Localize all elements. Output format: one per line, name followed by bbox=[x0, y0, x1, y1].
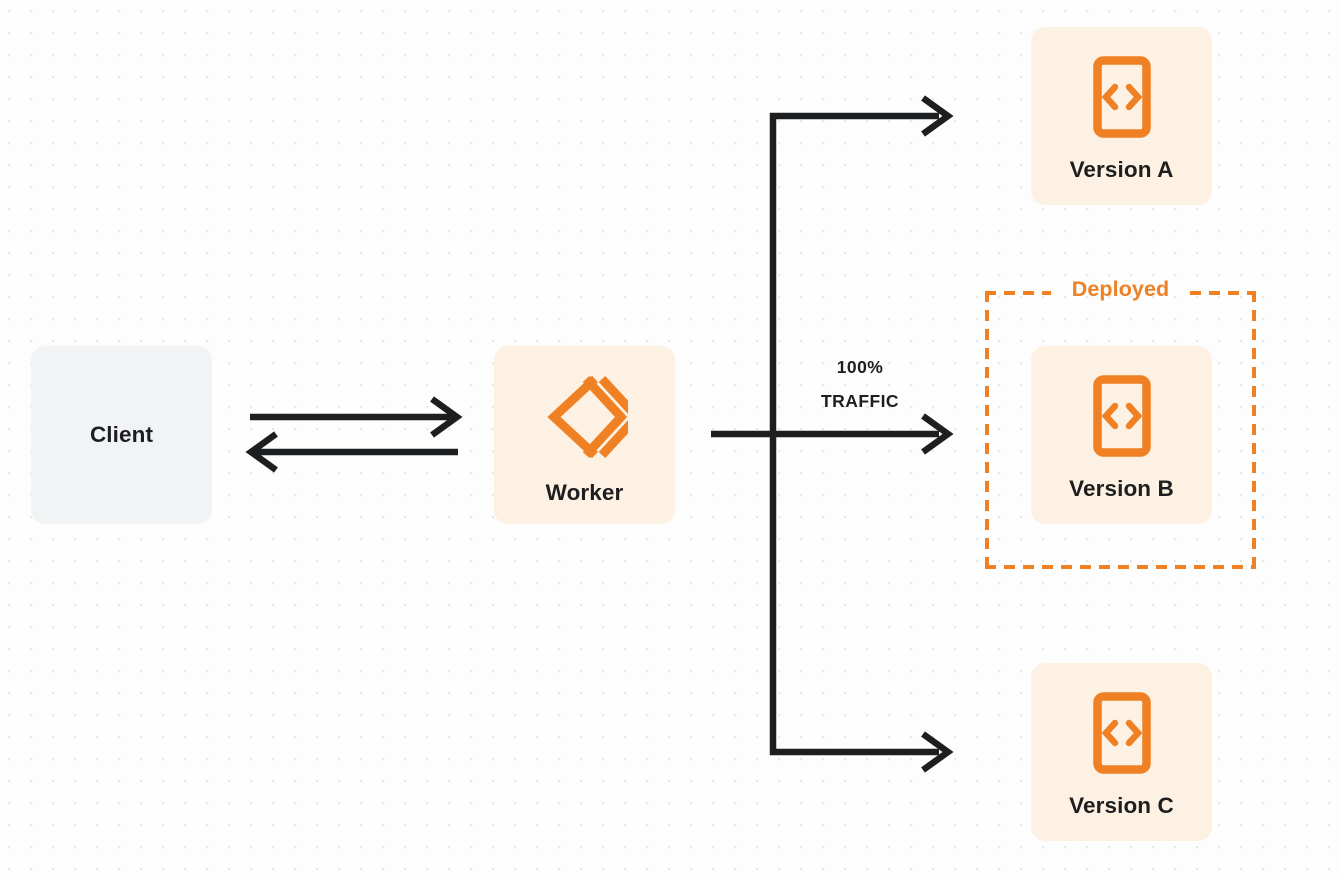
node-worker-label: Worker bbox=[545, 480, 624, 505]
connector-branch-version-b bbox=[770, 413, 954, 455]
deployed-group-border-bottom bbox=[985, 565, 1256, 569]
arrowhead-left-icon bbox=[245, 431, 278, 473]
traffic-word: TRAFFIC bbox=[821, 390, 899, 411]
connector-branch-version-a bbox=[770, 95, 954, 137]
deployed-group-border-right bbox=[1252, 291, 1256, 569]
code-file-icon bbox=[1092, 374, 1152, 458]
connector-worker-to-client bbox=[245, 431, 458, 473]
traffic-label: 100% TRAFFIC bbox=[790, 351, 930, 418]
deployed-group-label: Deployed bbox=[1071, 277, 1170, 301]
node-version-b[interactable]: Version B bbox=[1031, 346, 1212, 524]
cloudflare-workers-logo-icon bbox=[542, 373, 643, 461]
node-version-b-label: Version B bbox=[1069, 476, 1174, 501]
arrowhead-right-icon bbox=[921, 731, 954, 773]
arrowhead-right-icon bbox=[921, 95, 954, 137]
code-file-icon bbox=[1092, 691, 1152, 775]
node-version-a-label: Version A bbox=[1069, 157, 1174, 182]
arrowhead-right-icon bbox=[921, 413, 954, 455]
node-version-a[interactable]: Version A bbox=[1031, 27, 1212, 205]
deployed-group-border-left bbox=[985, 291, 989, 569]
node-client[interactable]: Client bbox=[31, 346, 212, 524]
deployed-group-border-top-left bbox=[985, 291, 1051, 295]
deployed-group-border-top-right bbox=[1190, 291, 1256, 295]
connector-worker-to-versions bbox=[711, 95, 954, 773]
node-version-c[interactable]: Version C bbox=[1031, 663, 1212, 841]
connector-branch-version-c bbox=[770, 731, 954, 773]
arrowhead-right-icon bbox=[430, 396, 463, 438]
traffic-percent: 100% bbox=[836, 357, 884, 377]
connector-client-to-worker bbox=[250, 396, 463, 438]
code-file-icon bbox=[1092, 55, 1152, 139]
node-worker[interactable]: Worker bbox=[494, 346, 675, 524]
node-client-label: Client bbox=[89, 421, 154, 447]
node-version-c-label: Version C bbox=[1069, 793, 1174, 818]
